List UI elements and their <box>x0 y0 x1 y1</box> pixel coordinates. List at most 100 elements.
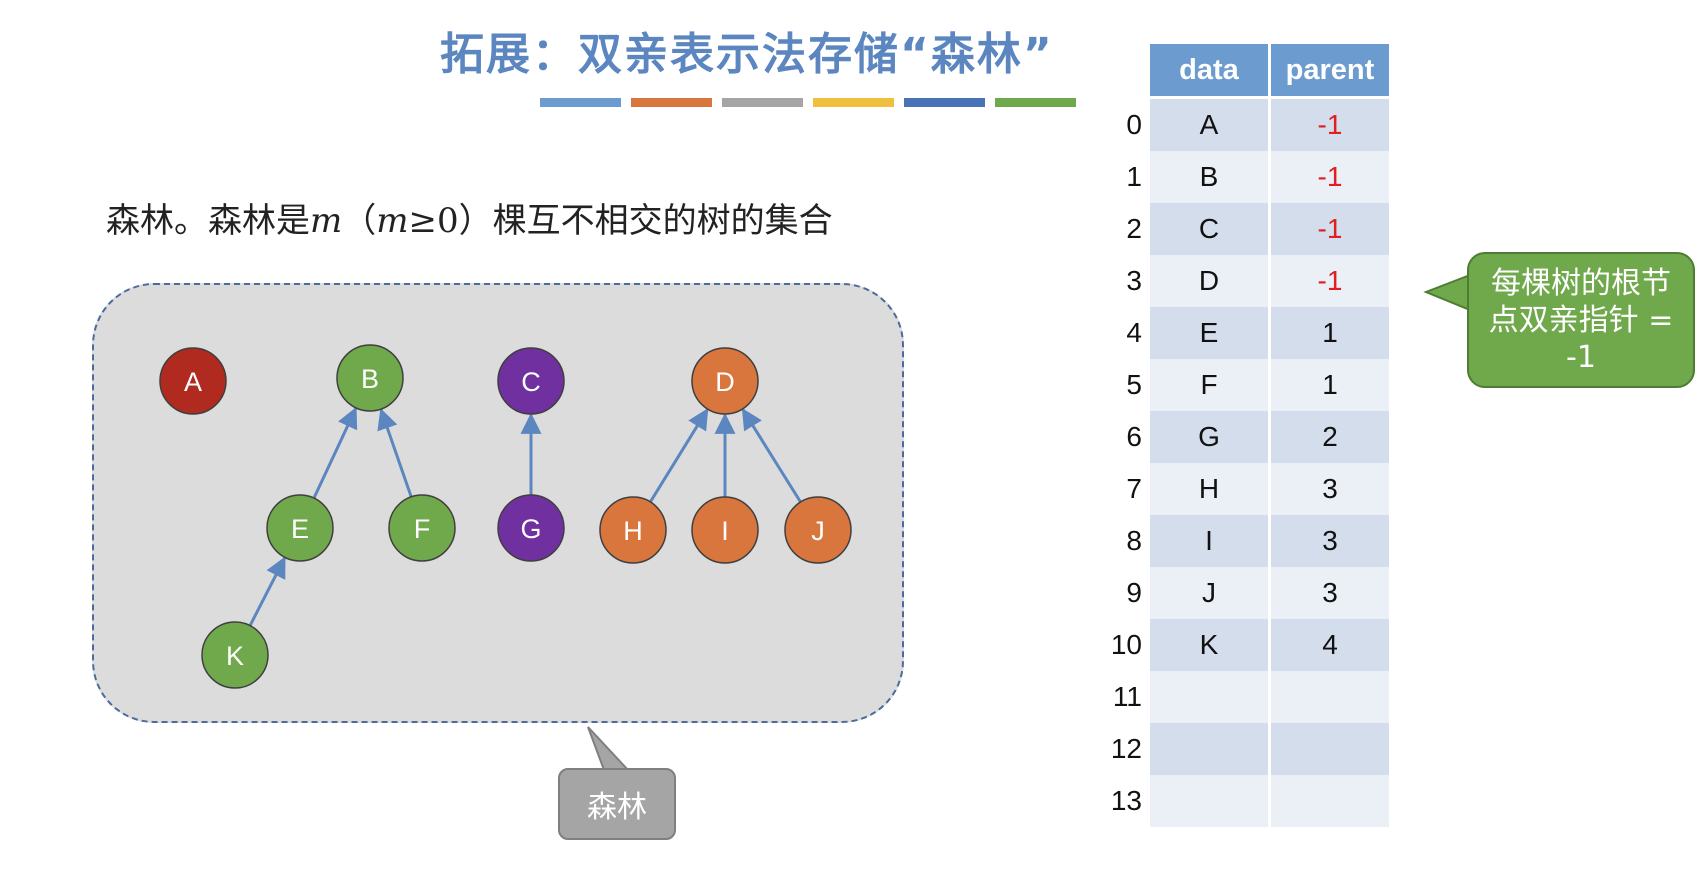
data-cell: E <box>1150 307 1268 359</box>
node-circle <box>497 494 565 562</box>
color-bar-segment <box>995 98 1076 107</box>
node-label: B <box>361 364 379 394</box>
row-index: 4 <box>1126 317 1142 348</box>
root-callout-pointer <box>1423 273 1471 312</box>
edge-f-to-b <box>377 408 413 498</box>
tree-node-g: G <box>497 494 565 562</box>
slide-title: 拓展：双亲表示法存储“森林” <box>440 29 1054 80</box>
color-bar-segment <box>722 98 803 107</box>
row-index: 9 <box>1126 577 1142 608</box>
tree-node-a: A <box>159 347 227 415</box>
row-index: 13 <box>1110 785 1142 816</box>
condition: ≥0 <box>408 201 459 241</box>
color-bar-segment <box>540 98 621 107</box>
definition-prefix: 森林。森林是 <box>106 201 310 241</box>
data-cell: J <box>1150 567 1268 619</box>
forest-definition: 森林。森林是m（m≥0）棵互不相交的树的集合 <box>106 193 833 242</box>
data-cell: A <box>1150 99 1268 151</box>
node-label: H <box>623 516 643 546</box>
root-pointer-callout: 每棵树的根节点双亲指针 = -1 <box>1467 252 1695 388</box>
table-row: 12 <box>1111 723 1392 775</box>
node-label: C <box>521 367 541 397</box>
node-circle <box>691 496 759 564</box>
table-header-row: data parent <box>1150 44 1392 96</box>
color-bar <box>540 98 1076 107</box>
row-index: 0 <box>1126 109 1142 140</box>
node-circle <box>691 347 759 415</box>
node-label: J <box>811 516 825 546</box>
node-circle <box>599 496 667 564</box>
table-row: 13 <box>1111 775 1392 827</box>
parent-cell: 3 <box>1271 567 1389 619</box>
parent-cell: 2 <box>1271 411 1389 463</box>
variable-m: m <box>376 201 409 241</box>
data-cell <box>1150 775 1268 827</box>
tree-node-j: J <box>784 496 852 564</box>
parent-cell: -1 <box>1271 99 1389 151</box>
color-bar-segment <box>904 98 985 107</box>
row-index: 7 <box>1126 473 1142 504</box>
node-label: I <box>721 516 729 546</box>
parent-cell: -1 <box>1271 203 1389 255</box>
forest-callout: 森林 <box>558 768 676 840</box>
data-cell: H <box>1150 463 1268 515</box>
node-circle <box>497 347 565 415</box>
node-label: E <box>291 514 309 544</box>
tree-node-i: I <box>691 496 759 564</box>
tree-node-b: B <box>336 344 404 412</box>
node-label: G <box>520 514 541 544</box>
data-cell: B <box>1150 151 1268 203</box>
variable-m: m <box>310 201 343 241</box>
tree-node-h: H <box>599 496 667 564</box>
node-circle <box>336 344 404 412</box>
node-label: D <box>715 367 735 397</box>
row-index: 6 <box>1126 421 1142 452</box>
parent-cell: 4 <box>1271 619 1389 671</box>
edge-k-to-e <box>248 556 286 627</box>
data-cell: G <box>1150 411 1268 463</box>
color-bar-segment <box>631 98 712 107</box>
header-data: data <box>1150 44 1268 96</box>
tree-node-f: F <box>388 494 456 562</box>
row-index: 12 <box>1110 733 1142 764</box>
node-circle <box>266 494 334 562</box>
parent-cell: 1 <box>1271 359 1389 411</box>
node-circle <box>388 494 456 562</box>
tree-node-k: K <box>201 621 269 689</box>
node-circle <box>159 347 227 415</box>
table-row: 11 <box>1113 671 1392 723</box>
node-circle <box>784 496 852 564</box>
node-label: A <box>184 367 202 397</box>
paren-close: ） <box>458 201 493 241</box>
tree-node-e: E <box>266 494 334 562</box>
parent-cell: -1 <box>1271 255 1389 307</box>
data-cell: F <box>1150 359 1268 411</box>
row-index: 1 <box>1126 161 1142 192</box>
row-index: 5 <box>1126 369 1142 400</box>
parent-cell: 3 <box>1271 515 1389 567</box>
paren-open: （ <box>342 201 377 241</box>
parent-cell: 3 <box>1271 463 1389 515</box>
row-index: 11 <box>1112 681 1142 712</box>
parent-cell <box>1271 723 1389 775</box>
data-cell <box>1150 723 1268 775</box>
tree-node-c: C <box>497 347 565 415</box>
color-bar-segment <box>813 98 894 107</box>
node-label: F <box>414 514 431 544</box>
data-cell: C <box>1150 203 1268 255</box>
data-cell: D <box>1150 255 1268 307</box>
header-parent: parent <box>1271 44 1389 96</box>
node-circle <box>201 621 269 689</box>
edge-j-to-d <box>741 408 802 503</box>
forest-callout-pointer <box>587 726 631 771</box>
